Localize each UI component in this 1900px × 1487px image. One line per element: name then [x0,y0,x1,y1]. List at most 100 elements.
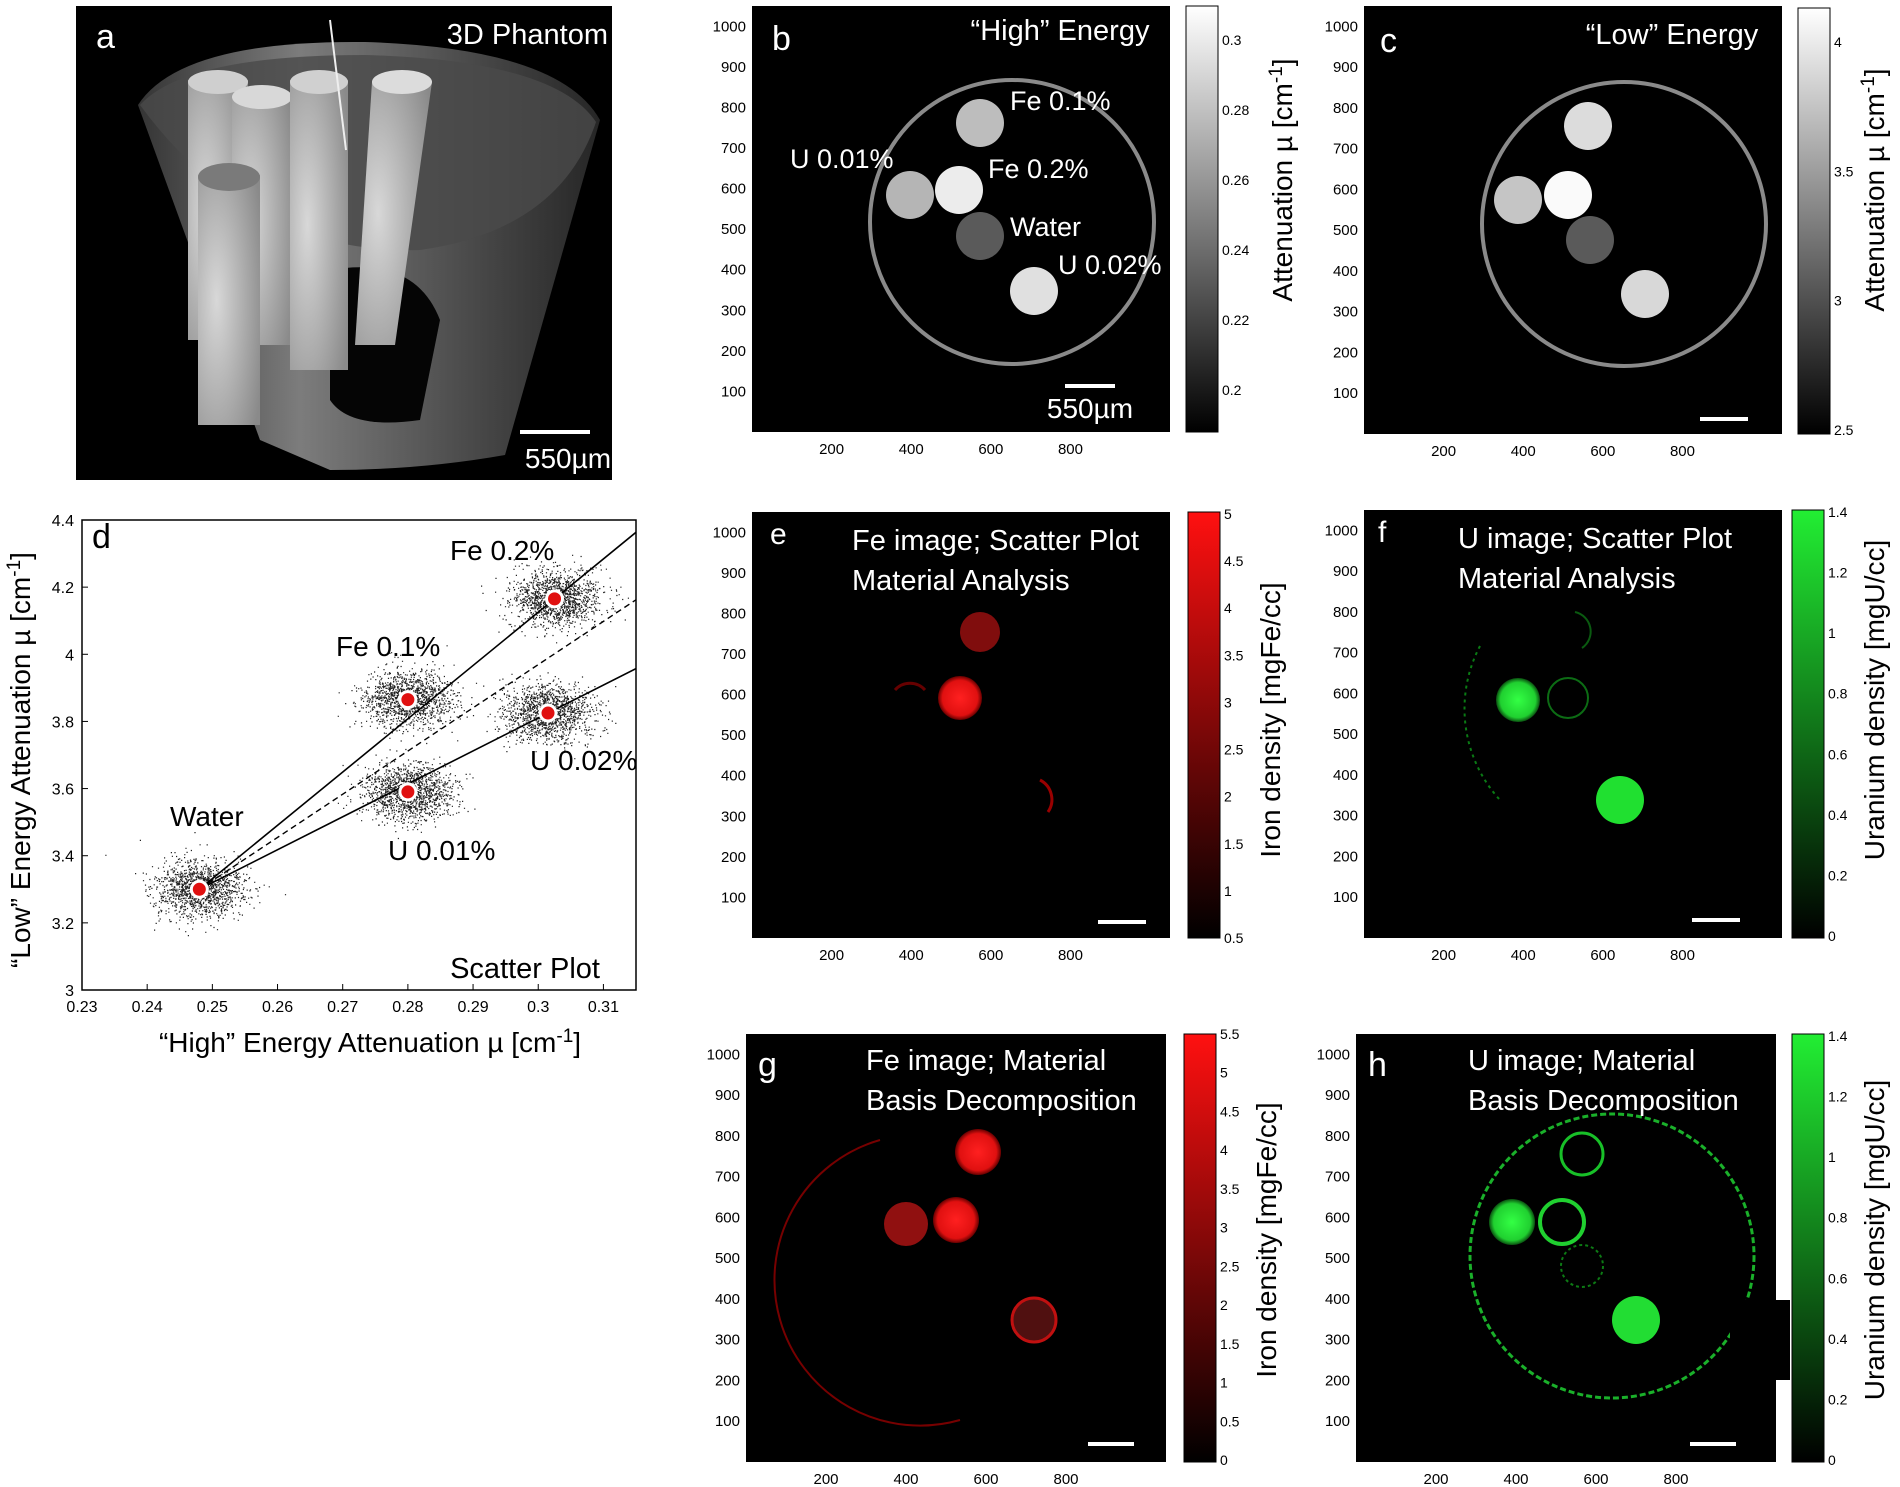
panel-h-y-tick-label: 100 [1325,1413,1350,1430]
panel-g-y-tick-label: 900 [715,1087,740,1104]
panel-e-y-tick-label: 1000 [713,524,746,541]
panel-h-phantom-ring [1468,1112,1756,1400]
panel-f-y-tick-label: 400 [1333,767,1358,784]
panel-b-x-tick-label: 200 [819,441,844,458]
panel-e-y-tick-label: 600 [721,687,746,704]
panel-g-y-tick-label: 100 [715,1413,740,1430]
panel-b-x-tick-label: 600 [978,441,1003,458]
panel-c-y-tick-label: 1000 [1325,18,1358,35]
panel-e-colorbar-tick-label: 5 [1224,506,1232,522]
scatter-x-tick-label: 0.25 [197,999,228,1016]
panel-b-label-fe02: Fe 0.2% [988,154,1089,184]
scatter-y-tick-label: 4.4 [52,513,74,530]
panel-h: h U image; Material Basis Decomposition … [1317,1028,1890,1487]
panel-g-disc-u002 [1010,1296,1058,1344]
panel-f-colorbar-tick-label: 1 [1828,625,1836,641]
panel-c-disc-u002 [1621,270,1669,318]
panel-f-x-tick-label: 200 [1431,947,1456,964]
panel-a-letter: a [96,18,115,56]
panel-e-letter: e [770,518,787,551]
panel-f-x-tick-label: 800 [1670,947,1695,964]
panel-f-y-tick-label: 600 [1333,685,1358,702]
panel-c-disc-fe01 [1564,102,1612,150]
panel-b-scalebar-label: 550µm [1047,393,1133,424]
panel-f-colorbar-tick-label: 0.6 [1828,746,1848,762]
panel-c-phantom-ring [1480,80,1768,368]
scatter-y-tick-label: 3.4 [52,849,74,866]
panel-c-y-tick-label: 200 [1333,344,1358,361]
panel-b-colorbar-tick-label: 0.3 [1222,32,1242,48]
panel-g-disc-fe01 [955,1129,1001,1175]
panel-g-phantom-ring-fragment [773,1139,961,1427]
panel-g-disc-u001 [884,1202,928,1246]
scatter-y-tick-label: 4.2 [52,580,74,597]
panel-f-image [1364,510,1782,938]
panel-b-colorbar-tick-label: 0.26 [1222,172,1249,188]
panel-h-x-tick-label: 800 [1663,1471,1688,1487]
panel-b-y-tick-label: 200 [721,343,746,360]
panel-g-y-tick-label: 800 [715,1128,740,1145]
panel-e-colorbar-tick-label: 3.5 [1224,647,1244,663]
panel-b-disc-water [956,212,1004,260]
scatter-label-fe02: Fe 0.2% [450,535,554,566]
panel-g-y-tick-label: 200 [715,1372,740,1389]
scatter-fit-line-fe [198,531,637,890]
panel-b-colorbar-tick-label: 0.24 [1222,242,1249,258]
panel-f-x-tick-label: 600 [1590,947,1615,964]
scatter-fit-lines [198,531,637,890]
panel-f-y-tick-label: 900 [1333,563,1358,580]
panel-e-y-tick-label: 400 [721,768,746,785]
panel-f-colorbar-tick-label: 0 [1828,928,1836,944]
scatter-x-tick-label: 0.31 [588,999,619,1016]
panel-f-phantom-ring-fragment [1463,645,1501,801]
panel-f-colorbar-ticks: 1.41.210.80.60.40.20 [1828,504,1848,944]
panel-b-label-u002: U 0.02% [1058,250,1162,280]
panel-h-colorbar-tick-label: 1.2 [1828,1089,1848,1105]
scatter-x-tick-label: 0.28 [392,999,423,1016]
panel-g-image [746,1034,1166,1462]
panel-f-colorbar [1791,509,1825,939]
scatter-label-water: Water [170,801,244,832]
scatter-y-tick-label: 3.8 [52,714,74,731]
panel-b-disc-fe01 [956,99,1004,147]
scatter-point-cloud-dots [105,554,629,937]
panel-b-label-water: Water [1010,212,1081,242]
panel-h-letter: h [1368,1046,1387,1084]
panel-f-y-tick-label: 100 [1333,889,1358,906]
panel-e-colorbar-tick-label: 1 [1224,883,1232,899]
panel-b-phantom-ring [868,78,1156,366]
scatter-fit-line-u [198,667,637,890]
panel-h-colorbar-tick-label: 0.4 [1828,1331,1848,1347]
panel-b-y-tick-label: 800 [721,99,746,116]
panel-c-y-tick-label: 700 [1333,141,1358,158]
panel-h-y-tick-label: 600 [1325,1209,1350,1226]
panel-c-y-tick-label: 100 [1333,385,1358,402]
panel-f-colorbar-tick-label: 1.2 [1828,565,1848,581]
panel-g-colorbar-tick-label: 0 [1220,1452,1228,1468]
panel-b: b “High” Energy Fe 0.1% U 0.01% Fe 0.2% … [713,5,1298,458]
panel-b-disc-fe02 [935,166,983,214]
panel-h-y-tick-label: 800 [1325,1128,1350,1145]
panel-g-y-tick-label: 600 [715,1209,740,1226]
panel-g-colorbar-tick-label: 3.5 [1220,1181,1240,1197]
panel-f-y-tick-label: 500 [1333,726,1358,743]
panel-h-title-line2: Basis Decomposition [1468,1085,1739,1117]
panel-b-image [752,6,1170,432]
panel-g-y-tick-label: 300 [715,1332,740,1349]
panel-c-y-tick-label: 800 [1333,100,1358,117]
panel-h-colorbar-tick-label: 0.2 [1828,1391,1848,1407]
panel-g-letter: g [758,1046,777,1084]
panel-e-colorbar-tick-label: 1.5 [1224,836,1244,852]
panel-b-colorbar-label: Attenuation µ [cm-1] [1266,58,1298,301]
panel-b-x-tick-label: 400 [899,441,924,458]
panel-h-colorbar [1791,1033,1825,1463]
panel-e-disc-fe01 [960,612,1000,652]
panel-e-x-tick-label: 800 [1058,947,1083,964]
panel-g-colorbar-tick-label: 2 [1220,1297,1228,1313]
panel-h-ring-water [1560,1244,1604,1288]
panel-c-disc-fe02 [1544,171,1592,219]
panel-c-image [1364,6,1782,434]
panel-f-disc-u001 [1496,678,1540,722]
panel-e-colorbar-label: Iron density [mgFe/cc] [1255,582,1286,857]
panel-h-disc-u002 [1612,1296,1660,1344]
